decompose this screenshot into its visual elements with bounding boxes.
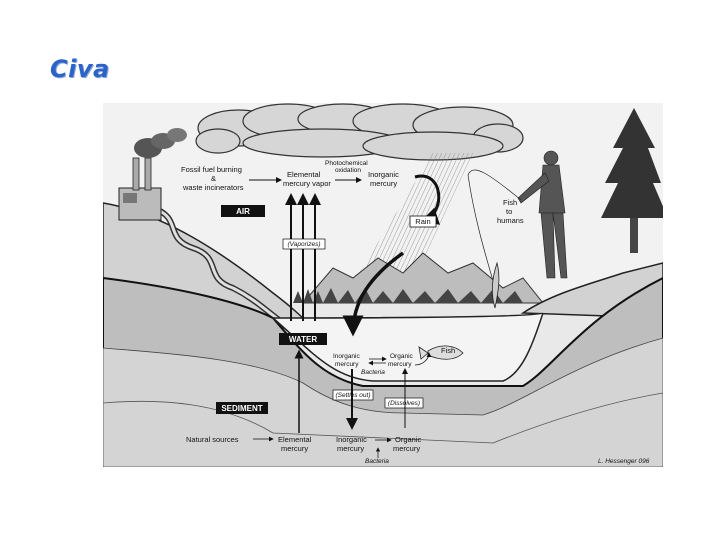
elemental-vapor-label-1: Elemental xyxy=(287,170,321,179)
fossil-fuel-label-1: Fossil fuel burning xyxy=(181,165,242,174)
dissolves-label: (Dissolves) xyxy=(388,400,420,407)
inorganic-sed-label-2: mercury xyxy=(337,444,364,453)
rain-label: Rain xyxy=(415,217,430,226)
fisherman xyxy=(517,150,568,279)
fossil-fuel-label-2: & xyxy=(211,174,216,183)
fossil-fuel-label-3: waste incinerators xyxy=(182,183,244,192)
tree xyxy=(601,108,663,253)
photochemical-label-1: Photochemical xyxy=(325,160,368,167)
organic-water-label-2: mercury xyxy=(388,361,412,368)
bacteria-sed-label: Bacteria xyxy=(365,458,389,465)
arrow-organic-to-fish xyxy=(414,352,432,366)
sediment-zone-label: SEDIMENT xyxy=(221,404,262,413)
water-zone-box xyxy=(279,333,327,345)
water-zone-label: WATER xyxy=(289,335,318,344)
fish-to-humans-label-2: to xyxy=(506,207,512,216)
credit-label: L. Hessenger 096 xyxy=(598,458,650,465)
rain-label-box xyxy=(409,215,437,228)
inorganic-water-label-1: Inorganic xyxy=(333,353,360,360)
natural-sources-label: Natural sources xyxy=(186,435,239,444)
mountains xyxy=(301,252,545,304)
organic-sed-label-1: Organic xyxy=(395,435,422,444)
fish-to-humans-label-1: Fish xyxy=(503,198,517,207)
organic-sed-label-2: mercury xyxy=(393,444,420,453)
slide-title: Civa xyxy=(50,55,110,83)
factory xyxy=(118,128,187,221)
vaporizes-label-box xyxy=(282,238,326,250)
clouds xyxy=(195,103,524,161)
dissolves-label-box xyxy=(384,397,424,409)
mercury-cycle-diagram: AIR WATER SEDIMENT Fossil fuel burning &… xyxy=(103,103,663,467)
treeline xyxy=(293,288,523,303)
photochemical-label-2: oxidation xyxy=(335,167,361,174)
fish-label: Fish xyxy=(441,346,455,355)
elemental-sed-label-2: mercury xyxy=(281,444,308,453)
inorganic-water-label-2: mercury xyxy=(335,361,359,368)
air-zone-label: AIR xyxy=(236,207,250,216)
bacteria-water-label: Bacteria xyxy=(361,369,385,376)
elemental-vapor-label-2: mercury vapor xyxy=(283,179,331,188)
vaporizes-label: (Vaporizes) xyxy=(288,241,321,248)
inorganic-air-label-1: Inorganic xyxy=(368,170,399,179)
hooked-fish xyxy=(491,261,500,309)
organic-water-label-1: Organic xyxy=(390,353,414,360)
water-body xyxy=(271,312,544,382)
fish-to-humans-label-3: humans xyxy=(497,216,524,225)
fishing-line xyxy=(467,169,522,299)
arrow-rain-to-water xyxy=(342,251,405,337)
inorganic-air-label-2: mercury xyxy=(370,179,397,188)
inorganic-sed-label-1: Inorganic xyxy=(336,435,367,444)
elemental-sed-label-1: Elemental xyxy=(278,435,312,444)
sediment-zone-box xyxy=(216,402,268,414)
fish-in-water xyxy=(418,345,464,360)
air-zone-box xyxy=(221,205,265,217)
